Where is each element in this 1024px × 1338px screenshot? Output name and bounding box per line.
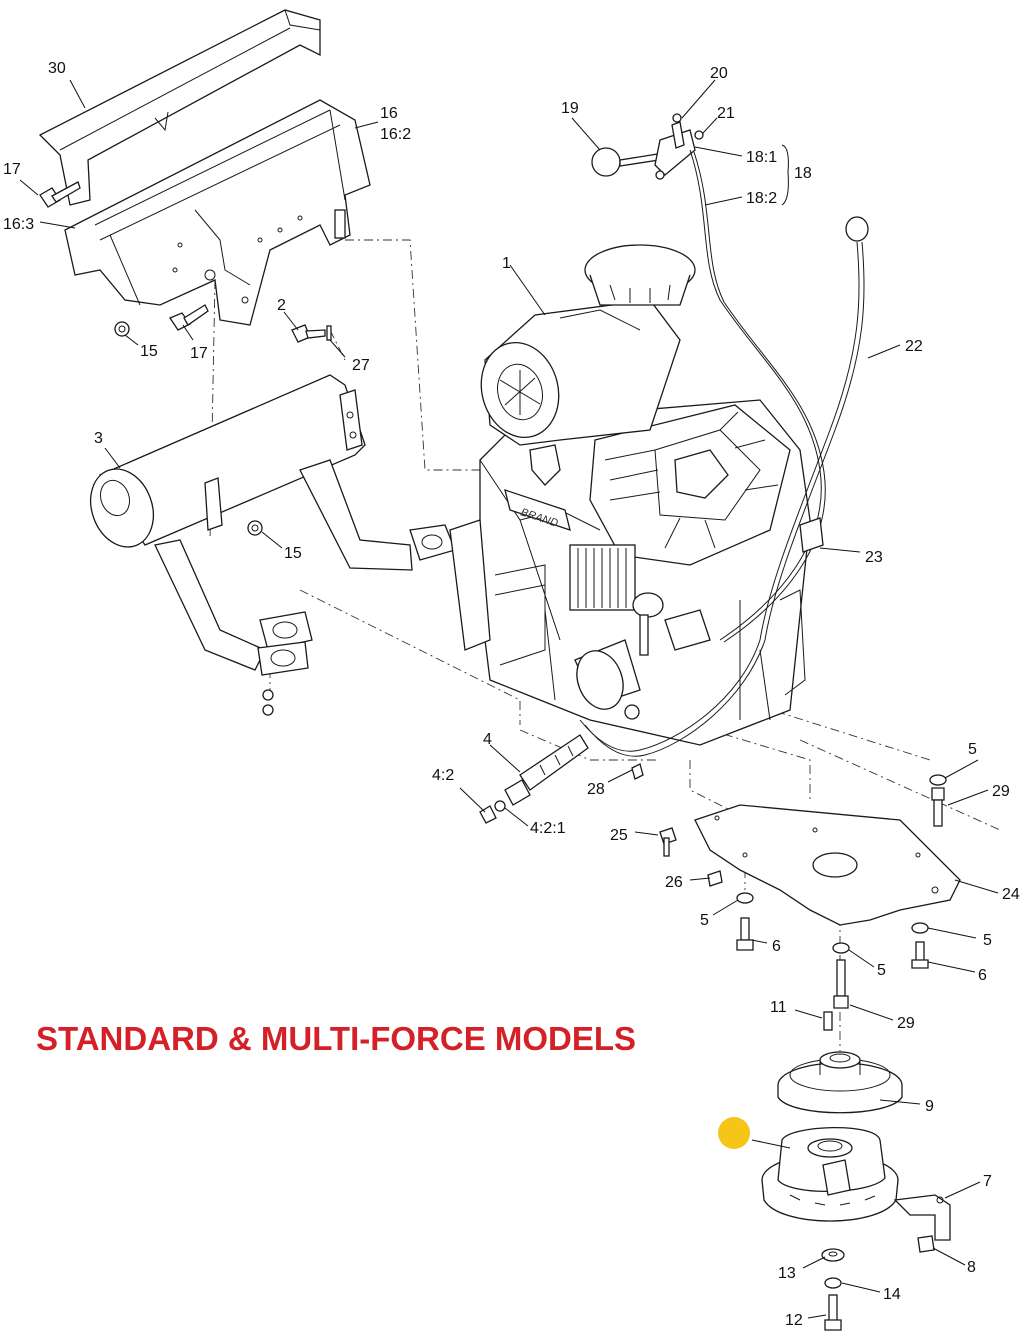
washer-5-b [736,892,754,904]
diagram-title: STANDARD & MULTI-FORCE MODELS [36,1020,636,1057]
key-11 [823,1011,833,1031]
callout-16-2: 16:2 [380,126,411,143]
callout-11: 11 [770,999,787,1016]
electric-clutch [761,1126,951,1253]
callout-5-d: 5 [877,962,886,979]
callout-5-a: 5 [968,741,977,758]
callout-3: 3 [94,430,103,447]
choke-cable [579,216,869,757]
callout-4: 4 [483,731,492,748]
highlight-marker [718,1117,750,1149]
callout-29-a: 29 [992,783,1010,800]
washer-14 [824,1277,842,1289]
bolt-6-b [911,941,929,969]
callout-17-lower: 17 [190,345,208,362]
callout-23: 23 [865,549,883,566]
throttle-control [591,113,826,643]
callout-5-b: 5 [700,912,709,929]
callout-20: 20 [710,65,728,82]
callout-29-b: 29 [897,1015,915,1032]
callout-15-upper: 15 [140,343,158,360]
callout-7: 7 [983,1173,992,1190]
washer-13 [821,1248,845,1262]
callout-12: 12 [785,1312,803,1329]
callout-14: 14 [883,1286,901,1303]
callout-27: 27 [352,357,370,374]
callout-15-lower: 15 [284,545,302,562]
bolt-6-a [736,917,754,951]
engine: BRAND [449,244,811,746]
bolt-29-b [833,959,849,1009]
callout-18-1: 18:1 [746,149,777,166]
callout-19: 19 [561,100,579,117]
callout-4-2-1: 4:2:1 [530,820,566,837]
callout-24: 24 [1002,886,1020,903]
callout-30: 30 [48,60,66,77]
callout-22: 22 [905,338,923,355]
callout-2: 2 [277,297,286,314]
callout-8: 8 [967,1259,976,1276]
callout-1: 1 [502,255,511,272]
mount-plate [631,763,961,926]
callout-18-2: 18:2 [746,190,777,207]
washer-5-c [911,922,929,934]
callout-4-2: 4:2 [432,767,454,784]
callout-13: 13 [778,1265,796,1282]
bolt-2 [291,324,332,343]
leader-lines [19,79,999,1319]
washer-5-d [832,942,850,954]
bolt-17-lower [169,304,209,331]
heat-shield [64,99,371,326]
callout-6-a: 6 [772,938,781,955]
callout-21: 21 [717,105,735,122]
callout-17-upper: 17 [3,161,21,178]
callout-26: 26 [665,874,683,891]
callout-28: 28 [587,781,605,798]
washer-5-a [929,774,947,786]
pulley [777,1051,903,1114]
drain-hose [479,734,589,824]
callout-25: 25 [610,827,628,844]
callout-6-b: 6 [978,967,987,984]
callouts: 30 16 16:2 17 16:3 15 17 2 27 3 15 1 19 … [3,60,1020,1329]
callout-16-3: 16:3 [3,216,34,233]
bolt-12 [824,1294,842,1331]
heat-shield-cover [38,9,321,206]
bolt-29-a [931,787,945,827]
callout-9: 9 [925,1098,934,1115]
callout-5-c: 5 [983,932,992,949]
callout-18: 18 [794,165,812,182]
nut-15-upper [114,321,130,337]
callout-16: 16 [380,105,398,122]
bolt-17-upper [39,181,81,208]
muffler [90,374,456,716]
